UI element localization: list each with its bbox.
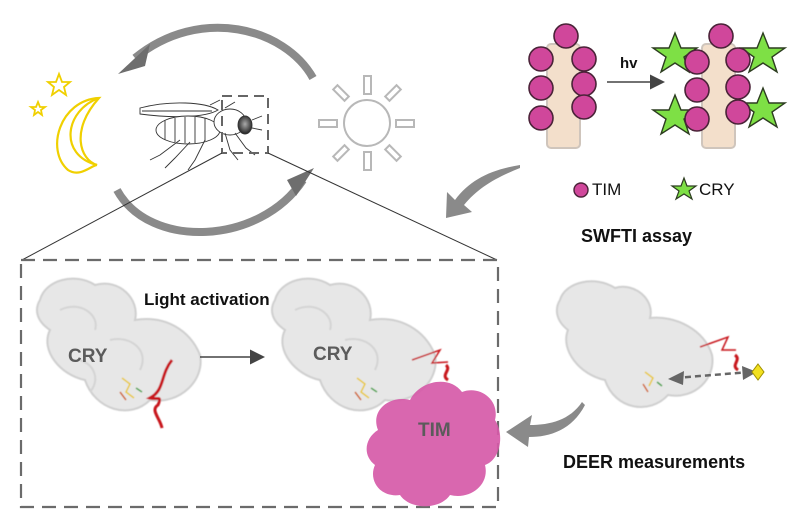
inset-title: Light activation — [144, 290, 270, 309]
legend-cry-label: CRY — [699, 180, 735, 199]
tim-legend-icon — [573, 182, 589, 198]
tim-blob — [366, 381, 501, 507]
zoom-line-left — [21, 152, 223, 261]
cry-legend-icon — [670, 176, 698, 201]
zoom-region-box — [221, 95, 269, 154]
hv-label: hv — [620, 55, 638, 72]
legend-tim-label: TIM — [592, 180, 622, 199]
cry-label-right: CRY — [313, 344, 353, 365]
distance-arrowhead-left — [668, 371, 684, 385]
cycle-arrow-top — [118, 23, 317, 81]
tim-label: TIM — [418, 420, 451, 441]
cry-c-terminal-helix — [145, 359, 174, 429]
fruit-fly-illustration — [139, 99, 263, 171]
cry-label-left: CRY — [68, 346, 108, 367]
swfti-title: SWFTI assay — [581, 226, 693, 246]
moon-icon — [56, 96, 102, 174]
bead-after — [650, 23, 788, 149]
bead-before — [528, 23, 597, 149]
distance-arrowhead-right — [742, 366, 757, 380]
spin-label-icon — [751, 363, 765, 381]
distance-arrow — [674, 370, 751, 380]
star-icon — [28, 71, 73, 118]
curved-arrow-deer — [506, 402, 585, 447]
deer-title: DEER measurements — [563, 452, 746, 472]
cry-protein-left — [36, 277, 202, 429]
zoom-line-right — [267, 152, 498, 261]
cry-protein-deer — [555, 280, 739, 408]
fad-cofactor — [119, 377, 143, 401]
sun-icon — [318, 75, 415, 171]
inset-box — [19, 258, 500, 509]
cycle-arrow-bottom — [113, 168, 314, 237]
curved-arrow-swfti — [446, 165, 520, 218]
